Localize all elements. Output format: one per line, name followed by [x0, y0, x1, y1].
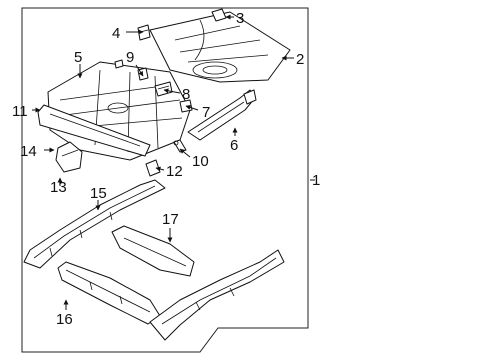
side-bracket [145, 159, 161, 177]
floor-clip [137, 24, 151, 41]
assembly-boundary [21, 7, 309, 353]
callout-5: 5 [74, 49, 82, 66]
callout-16: 16 [56, 311, 73, 328]
rail-extension [187, 89, 257, 141]
callout-2: 2 [296, 51, 304, 68]
rear-floor-panel [149, 11, 291, 83]
leader-lines [32, 14, 315, 310]
callout-11: 11 [12, 103, 28, 120]
rear-side-rail [149, 249, 285, 341]
bolt [173, 139, 187, 153]
callout-6: 6 [230, 137, 238, 154]
callout-14: 14 [20, 143, 37, 160]
callout-8: 8 [182, 86, 190, 103]
crossmember-bracket [111, 225, 195, 277]
callout-3: 3 [236, 10, 244, 27]
mount-bracket [55, 141, 83, 173]
floor-crossmember [37, 104, 151, 157]
side-member [23, 179, 166, 269]
callout-1: 1 [312, 172, 320, 189]
callout-4: 4 [112, 25, 120, 42]
callout-13: 13 [50, 179, 67, 196]
callout-9: 9 [126, 49, 134, 66]
callout-17: 17 [162, 211, 179, 228]
callout-12: 12 [166, 163, 183, 180]
callout-10: 10 [192, 153, 209, 170]
callout-15: 15 [90, 185, 107, 202]
lower-rail [57, 261, 161, 325]
callout-7: 7 [202, 104, 210, 121]
